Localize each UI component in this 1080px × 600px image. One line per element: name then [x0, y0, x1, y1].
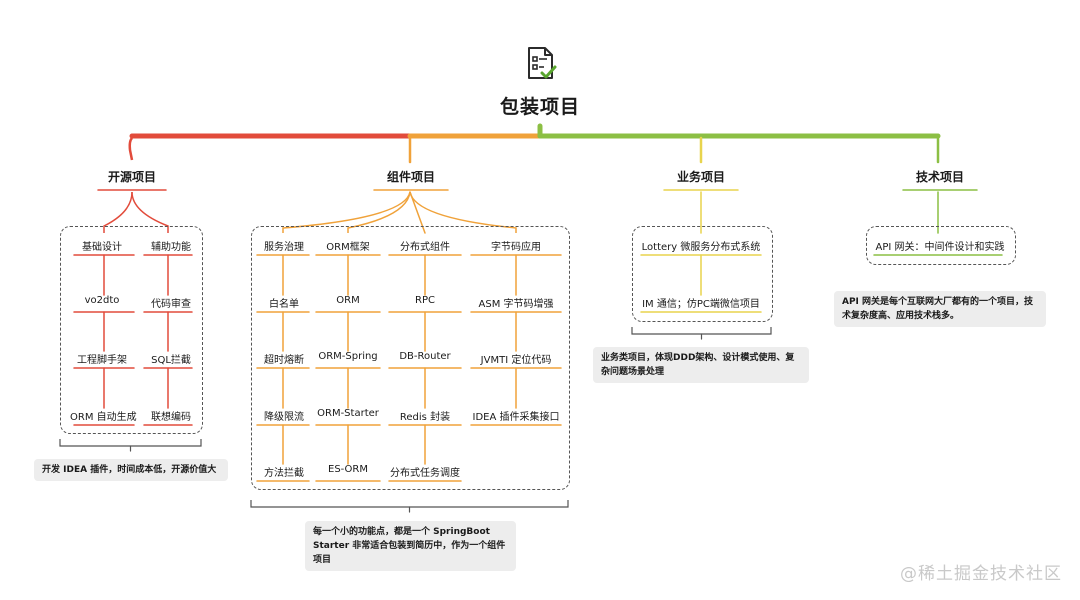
node-orm-spring: ORM-Spring: [318, 351, 378, 362]
node-asm: ASM 字节码增强: [478, 299, 554, 310]
node-jvmti: JVMTI 定位代码: [480, 355, 552, 366]
node-aux-function: 辅助功能: [151, 242, 191, 253]
business-group: [632, 226, 773, 322]
connector-curve: [131, 191, 169, 233]
drop-open-source: [128, 137, 134, 161]
node-orm-starter: ORM-Starter: [317, 408, 379, 419]
watermark: @稀土掘金技术社区: [900, 564, 1062, 584]
node-service-governance: 服务治理: [264, 242, 304, 253]
node-assoc-coding: 联想编码: [151, 412, 191, 423]
node-sql-intercept: SQL拦截: [151, 355, 191, 366]
node-distributed-task: 分布式任务调度: [390, 468, 460, 479]
note-component: 每一个小的功能点，都是一个 SpringBoot Starter 非常适合包装到…: [305, 521, 516, 571]
category-component: 组件项目: [386, 170, 435, 184]
node-code-review: 代码审查: [151, 299, 191, 310]
bracket-component: [250, 500, 569, 508]
note-open-source: 开发 IDEA 插件，时间成本低，开源价值大: [34, 459, 228, 481]
node-rpc: RPC: [415, 295, 435, 306]
node-method-intercept: 方法拦截: [264, 468, 304, 479]
connector-curve: [347, 191, 411, 233]
node-bytecode-app: 字节码应用: [491, 242, 541, 253]
node-whitelist: 白名单: [269, 299, 299, 310]
node-idea-plugin: IDEA 插件采集接口: [472, 412, 560, 423]
node-lottery: Lottery 微服务分布式系统: [641, 242, 761, 253]
tech-group: [866, 226, 1016, 265]
node-orm: ORM: [336, 295, 360, 306]
node-scaffold: 工程脚手架: [77, 355, 127, 366]
node-db-router: DB-Router: [399, 351, 451, 362]
connector-curve: [282, 191, 411, 233]
note-business: 业务类项目，体现DDD架构、设计模式使用、复杂问题场景处理: [593, 347, 809, 383]
bracket-business: [631, 327, 772, 335]
connector-curve: [409, 191, 517, 233]
page-title: 包装项目: [499, 96, 580, 118]
bracket-open-source: [59, 439, 202, 447]
node-redis-wrap: Redis 封装: [399, 412, 451, 423]
node-es-orm: ES-ORM: [328, 464, 368, 475]
node-degrade-limit: 降级限流: [264, 412, 304, 423]
node-im: IM 通信；仿PC端微信项目: [642, 299, 760, 310]
node-orm-generate: ORM 自动生成: [70, 412, 137, 423]
node-api-gateway: API 网关：中间件设计和实践: [875, 242, 1005, 253]
node-orm-framework: ORM框架: [326, 242, 370, 253]
note-tech: API 网关是每个互联网大厂都有的一个项目，技术复杂度高、应用技术栈多。: [834, 291, 1046, 327]
node-vo2dto: vo2dto: [84, 295, 120, 306]
category-tech: 技术项目: [915, 170, 964, 184]
node-timeout-break: 超时熔断: [264, 355, 304, 366]
category-business: 业务项目: [676, 170, 725, 184]
node-basic-design: 基础设计: [82, 242, 122, 253]
checklist-icon: [528, 47, 557, 79]
open-source-group: [60, 226, 203, 434]
category-open-source: 开源项目: [107, 170, 156, 184]
node-distributed-component: 分布式组件: [400, 242, 450, 253]
component-group: [251, 226, 570, 490]
